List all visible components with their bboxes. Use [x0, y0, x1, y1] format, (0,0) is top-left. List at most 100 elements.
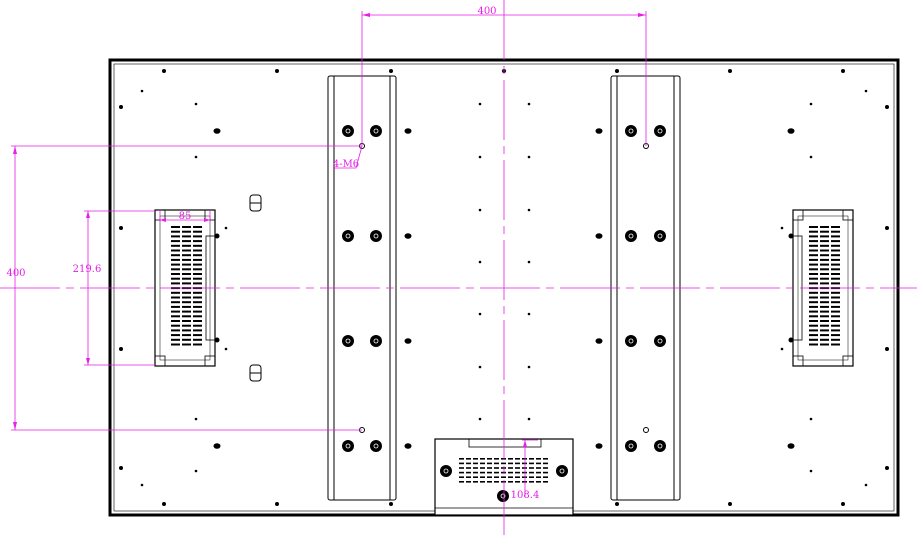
- vent-slot: [193, 338, 202, 341]
- vent-slot: [831, 230, 840, 233]
- vent-slot: [820, 338, 829, 341]
- vent-slot: [529, 458, 534, 460]
- vent-slot: [171, 324, 180, 327]
- vent-slot: [809, 254, 818, 257]
- vent-slot: [501, 458, 506, 460]
- vent-slot: [831, 240, 840, 243]
- vent-slot: [508, 471, 513, 474]
- vent-slot: [182, 291, 191, 294]
- vent-slot: [831, 263, 840, 266]
- vent-slot: [459, 476, 464, 478]
- vent-slot: [831, 226, 840, 228]
- vent-slot: [171, 291, 180, 294]
- vent-slot: [831, 291, 840, 294]
- vent-slot: [831, 273, 840, 275]
- vent-slot: [480, 458, 485, 460]
- vent-slot: [193, 305, 202, 308]
- vent-slot: [193, 310, 202, 313]
- vent-slot: [182, 324, 191, 327]
- vent-slot: [831, 296, 840, 299]
- vent-slot: [543, 471, 548, 474]
- vent-slot: [171, 301, 180, 304]
- vent-slot: [182, 329, 191, 332]
- vent-slot: [182, 254, 191, 257]
- vent-slot: [820, 282, 829, 285]
- vent-slot: [193, 282, 202, 285]
- vent-slot: [809, 310, 818, 313]
- rail-screw-centers: [345, 128, 663, 449]
- vent-slot: [182, 230, 191, 233]
- vent-slot: [193, 258, 202, 261]
- dim-screw-callout: 4-M6: [333, 159, 359, 170]
- vent-slot: [501, 467, 506, 469]
- vent-slot: [171, 268, 180, 271]
- vent-slot: [831, 282, 840, 285]
- vent-slot: [831, 249, 840, 252]
- cable-clips: [249, 194, 262, 382]
- vent-slot: [193, 329, 202, 332]
- vent-slot: [820, 301, 829, 304]
- vent-slot: [820, 230, 829, 233]
- vent-slot: [820, 324, 829, 327]
- vent-slot: [831, 329, 840, 332]
- vent-slot: [473, 467, 478, 469]
- vent-slot: [508, 476, 513, 478]
- vent-slot: [459, 462, 464, 465]
- vent-slot: [171, 305, 180, 308]
- vent-slot: [501, 476, 506, 478]
- left-vent-slots: [171, 226, 202, 346]
- vent-slot: [831, 301, 840, 304]
- vent-slot: [182, 320, 191, 322]
- vent-slot: [182, 301, 191, 304]
- vent-slot: [171, 334, 180, 337]
- vent-slot: [831, 343, 840, 346]
- vent-slot: [182, 296, 191, 299]
- vent-slot: [529, 471, 534, 474]
- vent-slot: [193, 315, 202, 318]
- vent-slot: [171, 230, 180, 233]
- vent-slot: [480, 462, 485, 465]
- vent-slot: [529, 481, 534, 483]
- vent-slot: [536, 471, 541, 474]
- vent-slot: [820, 291, 829, 294]
- vent-slot: [501, 462, 506, 465]
- vent-slot: [171, 240, 180, 243]
- vent-slot: [466, 462, 471, 465]
- vent-slot: [820, 329, 829, 332]
- vent-slot: [809, 291, 818, 294]
- vent-slot: [182, 338, 191, 341]
- vent-slot: [182, 235, 191, 238]
- vent-slot: [809, 273, 818, 275]
- vent-slot: [501, 481, 506, 483]
- vent-slot: [193, 230, 202, 233]
- vent-slot: [809, 334, 818, 337]
- vent-slot: [536, 462, 541, 465]
- vent-slot: [820, 263, 829, 266]
- dim-inner-height: 219.6: [73, 264, 102, 275]
- vent-slot: [171, 226, 180, 228]
- vent-slot: [831, 315, 840, 318]
- vent-slot: [480, 481, 485, 483]
- vent-slot: [809, 338, 818, 341]
- vent-slot: [494, 481, 499, 483]
- vent-slot: [820, 244, 829, 247]
- vent-slot: [193, 343, 202, 346]
- vent-slot: [459, 471, 464, 474]
- vent-slot: [171, 258, 180, 261]
- vent-slot: [171, 254, 180, 257]
- dim-left-height: 400: [6, 268, 25, 279]
- vent-slot: [515, 476, 520, 478]
- vent-slot: [494, 458, 499, 460]
- dim-inner-width: 85: [179, 211, 192, 222]
- vent-slot: [831, 277, 840, 280]
- vent-slot: [193, 226, 202, 228]
- vent-slot: [809, 343, 818, 346]
- vent-slot: [820, 277, 829, 280]
- vent-slot: [820, 235, 829, 238]
- vent-slot: [466, 458, 471, 460]
- vent-slot: [831, 254, 840, 257]
- vent-slot: [809, 240, 818, 243]
- vent-slot: [171, 273, 180, 275]
- vent-slot: [182, 244, 191, 247]
